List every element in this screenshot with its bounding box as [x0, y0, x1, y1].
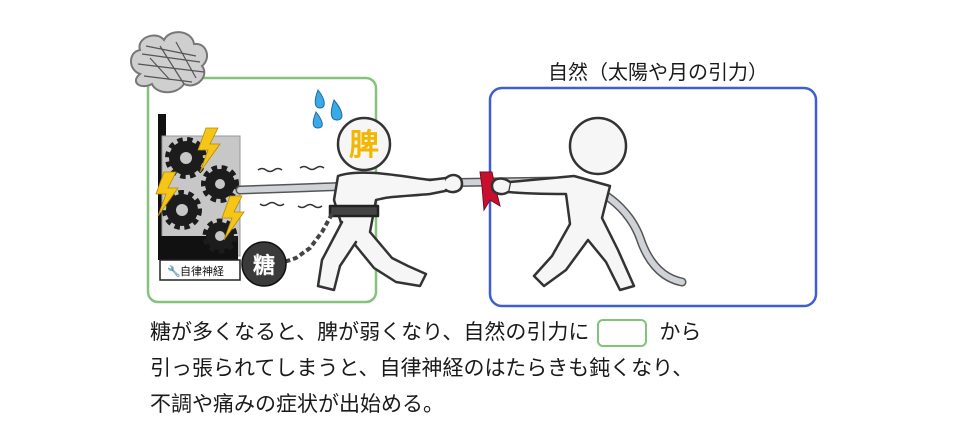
sugar-label: 糖 — [253, 253, 275, 279]
caption-line-1-after: から — [659, 320, 702, 344]
autonomic-machine: 🔧 自律神経 — [155, 114, 245, 281]
caption-line-3: 不調や痛みの症状が出始める。 — [150, 392, 444, 416]
gear-icon — [201, 165, 239, 203]
answer-blank-box[interactable] — [597, 319, 648, 347]
lightning-icon — [155, 171, 179, 217]
nature-title: 自然（太陽や月の引力） — [548, 60, 768, 84]
gear-icon — [202, 218, 238, 254]
sweat-drops-icon — [312, 89, 343, 129]
caption-line-2: 引っ張られてしまうと、自律神経のはたらきも鈍くなり、 — [150, 356, 694, 380]
caption-line-1-before: 糖が多くなると、脾が弱くなり、自然の引力に — [150, 320, 590, 344]
gear-icon — [165, 137, 207, 179]
spleen-figure — [316, 116, 464, 292]
gear-icon — [162, 190, 202, 230]
ball-and-chain-icon: 糖 — [241, 213, 334, 287]
tension-marks — [257, 165, 325, 209]
caption-line-1: 糖が多くなると、脾が弱くなり、自然の引力に から — [150, 314, 930, 350]
spleen-label: 脾 — [349, 128, 379, 163]
autonomic-label-panel — [159, 259, 241, 281]
caption: 糖が多くなると、脾が弱くなり、自然の引力に から 引っ張られてしまうと、自律神経の… — [150, 314, 930, 422]
wrench-icon: 🔧 — [167, 264, 181, 278]
lightning-icon — [197, 127, 221, 173]
autonomic-label: 自律神経 — [180, 264, 224, 278]
storm-cloud-icon — [130, 31, 209, 94]
rope-knot-icon — [479, 171, 501, 212]
lightning-icon — [221, 195, 245, 241]
nature-figure — [490, 116, 636, 292]
